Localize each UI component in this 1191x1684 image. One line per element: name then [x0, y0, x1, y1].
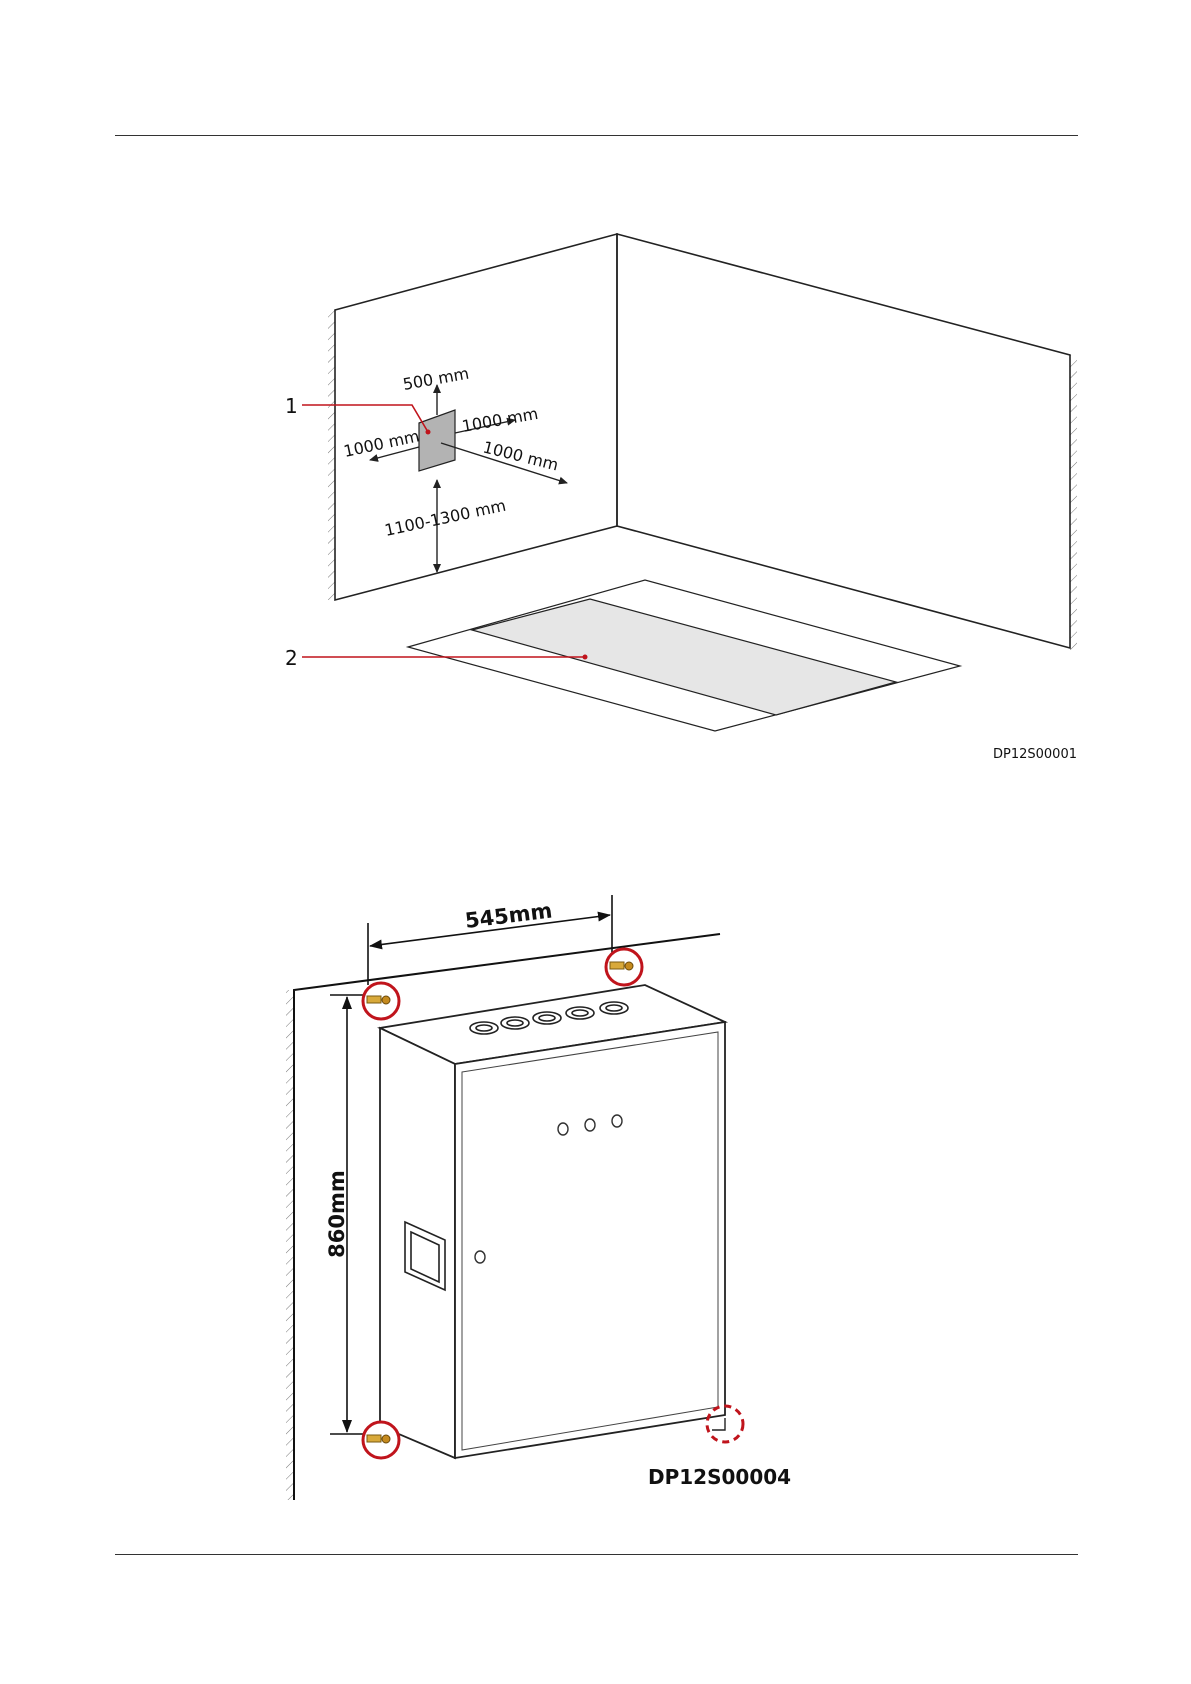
cabinet-diagram: 545mm 860mm [0, 880, 1191, 1510]
label-right: 1000 mm [460, 404, 539, 436]
cabinet [380, 985, 725, 1458]
width-label: 545mm [464, 898, 554, 932]
mounting-point-top-right [606, 949, 642, 985]
cable-gland-inner [476, 1025, 492, 1031]
cable-gland-inner [606, 1005, 622, 1011]
bolt-icon [610, 962, 624, 969]
equipment-box [419, 410, 455, 471]
right-wall-hatching [1070, 355, 1077, 650]
installation-clearance-figure: 500 mm 1000 mm 1000 mm 1000 mm 1100-1300… [0, 220, 1191, 780]
callout-1-number: 1 [285, 394, 298, 418]
indicator-light [585, 1119, 595, 1131]
callout-1-dot [426, 430, 431, 435]
bolt-icon [367, 1435, 381, 1442]
label-top: 500 mm [401, 364, 470, 394]
back-wall [617, 234, 1070, 648]
cable-gland-inner [572, 1010, 588, 1016]
mounting-point-bottom-left [363, 1422, 399, 1458]
label-left: 1000 mm [342, 426, 421, 461]
cabinet-front [455, 1022, 725, 1458]
indicator-light [558, 1123, 568, 1135]
left-wall-hatching [328, 310, 335, 600]
bolt-icon [367, 996, 381, 1003]
figure-id: DP12S00001 [993, 747, 1077, 762]
wall-hatching [286, 990, 294, 1500]
label-bottom: 1100-1300 mm [383, 496, 508, 540]
clearance-diagram: 500 mm 1000 mm 1000 mm 1000 mm 1100-1300… [0, 220, 1191, 780]
figure-id: DP12S00004 [648, 1465, 791, 1489]
height-label: 860mm [325, 1170, 349, 1258]
cable-gland-inner [539, 1015, 555, 1021]
cable-gland-inner [507, 1020, 523, 1026]
mounting-point-top-left [363, 983, 399, 1019]
cabinet-side [380, 1028, 455, 1458]
cabinet-mounting-figure: 545mm 860mm [0, 880, 1191, 1510]
header-rule [115, 135, 1078, 136]
door-lock [475, 1251, 485, 1263]
footer-rule [115, 1554, 1078, 1555]
indicator-light [612, 1115, 622, 1127]
callout-2-dot [583, 655, 588, 660]
callout-2-number: 2 [285, 646, 298, 670]
